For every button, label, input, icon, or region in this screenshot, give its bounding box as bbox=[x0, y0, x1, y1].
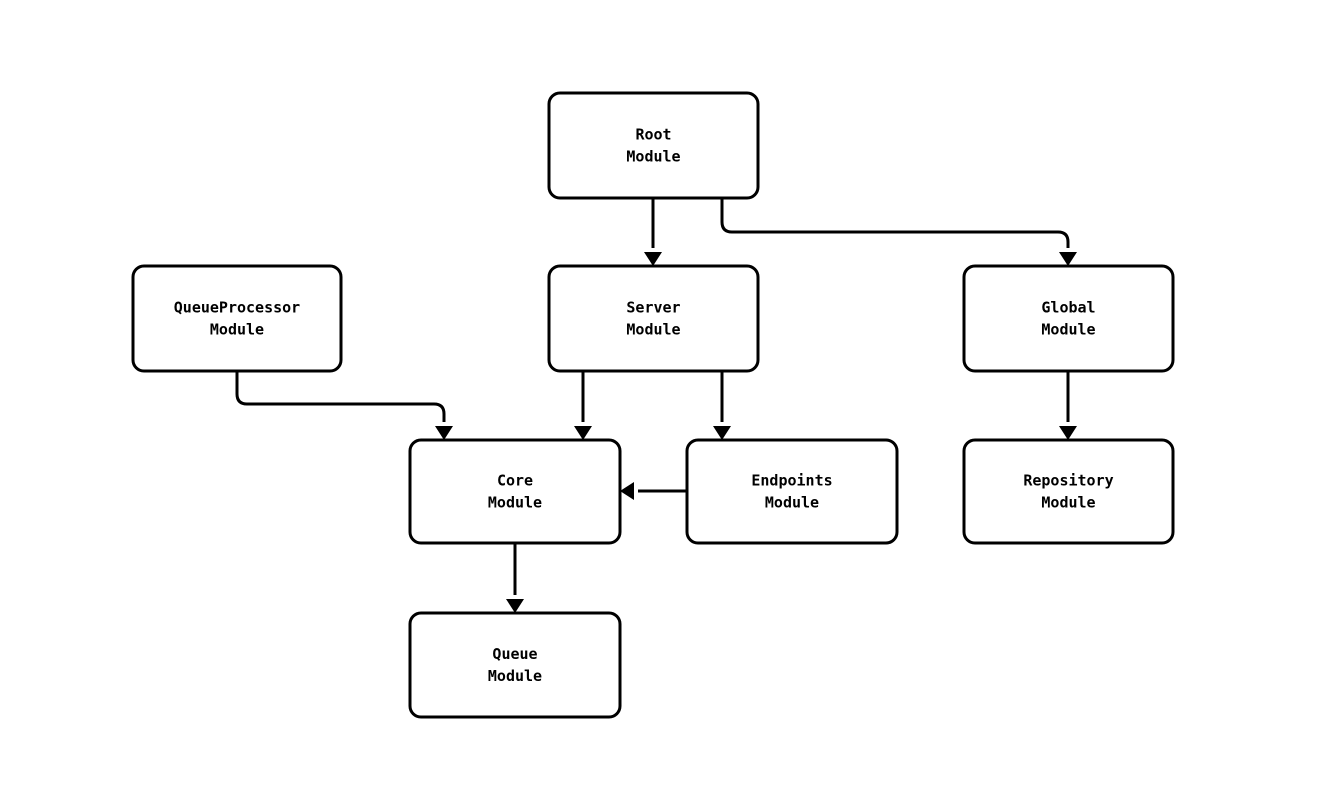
node-label-line1: Root bbox=[635, 125, 671, 143]
edges-layer bbox=[235, 198, 1077, 613]
edge-queueprocessor-core bbox=[235, 371, 453, 440]
arrowhead-icon bbox=[1059, 252, 1077, 266]
node-label-line2: Module bbox=[210, 320, 264, 338]
node-box[interactable] bbox=[408, 611, 622, 719]
arrowhead-icon bbox=[713, 426, 731, 440]
node-label-line2: Module bbox=[1041, 320, 1095, 338]
arrowhead-icon bbox=[506, 599, 524, 613]
node-label-line1: Endpoints bbox=[751, 471, 832, 489]
arrowhead-icon bbox=[1059, 426, 1077, 440]
arrowhead-icon bbox=[644, 252, 662, 266]
node-box[interactable] bbox=[962, 438, 1175, 545]
edge-root-global bbox=[720, 198, 1077, 266]
node-box[interactable] bbox=[962, 264, 1175, 373]
node-label-line2: Module bbox=[626, 147, 680, 165]
edge-endpoints-core bbox=[620, 482, 687, 500]
node-label-line2: Module bbox=[1041, 493, 1095, 511]
node-label-line2: Module bbox=[488, 493, 542, 511]
edge-line bbox=[720, 198, 1070, 248]
edge-global-repository bbox=[1059, 371, 1077, 440]
arrowhead-icon bbox=[574, 426, 592, 440]
arrowhead-icon bbox=[620, 482, 634, 500]
edge-core-queue bbox=[506, 543, 524, 613]
node-box[interactable] bbox=[408, 438, 622, 545]
node-box[interactable] bbox=[547, 264, 760, 373]
node-box[interactable] bbox=[131, 264, 343, 373]
node-label-line1: Global bbox=[1041, 298, 1095, 316]
node-label-line2: Module bbox=[765, 493, 819, 511]
edge-root-server bbox=[644, 198, 662, 266]
node-label-line1: Repository bbox=[1023, 471, 1113, 489]
node-label-line1: QueueProcessor bbox=[174, 298, 300, 316]
node-label-line1: Core bbox=[497, 471, 533, 489]
arrowhead-icon bbox=[435, 426, 453, 440]
node-label-line2: Module bbox=[626, 320, 680, 338]
edge-line bbox=[235, 371, 446, 422]
node-label-line1: Server bbox=[626, 298, 680, 316]
node-label-line2: Module bbox=[488, 667, 542, 685]
edge-server-core bbox=[574, 371, 592, 440]
edge-server-endpoints bbox=[713, 371, 731, 440]
node-box[interactable] bbox=[547, 91, 760, 200]
node-box[interactable] bbox=[685, 438, 899, 545]
node-label-line1: Queue bbox=[492, 645, 537, 663]
